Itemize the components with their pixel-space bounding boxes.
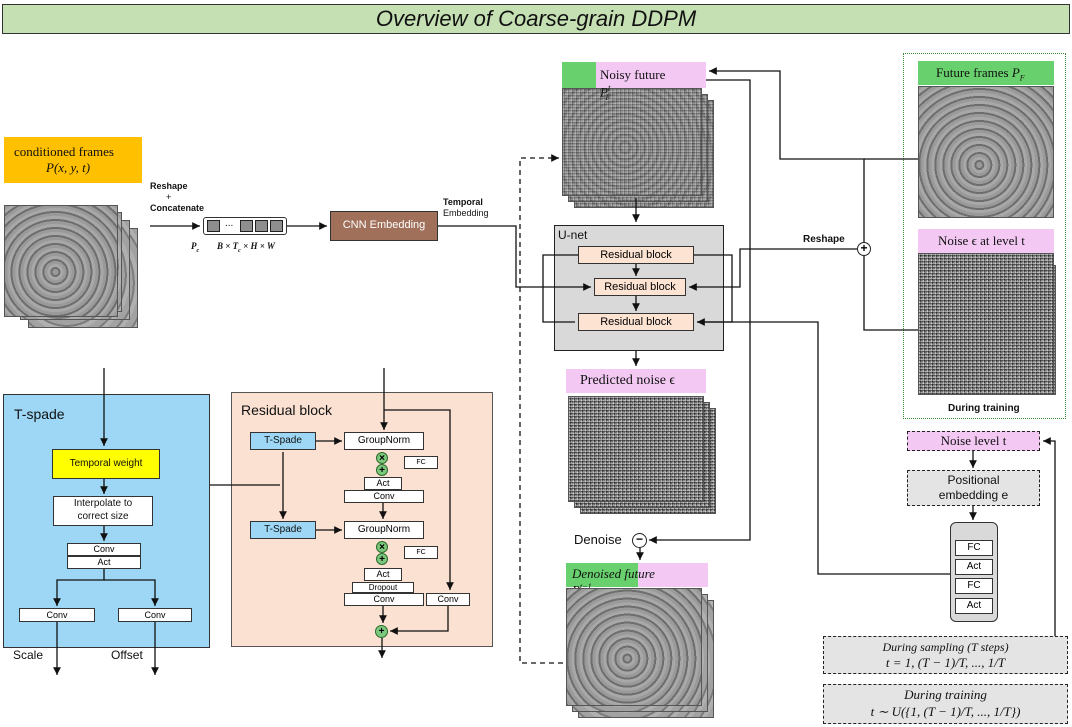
tspade-conv-offset: Conv xyxy=(118,608,192,622)
mlp-act-2: Act xyxy=(955,598,993,614)
reshape-right-label: Reshape xyxy=(803,234,845,245)
predicted-noise-label: Predicted noise ϵ xyxy=(580,373,676,388)
tensor-dots: ... xyxy=(225,218,234,229)
training-panel-caption: During training xyxy=(948,403,1020,414)
mlp-fc-2: FC xyxy=(955,578,993,594)
rb-tspade-1: T-Spade xyxy=(264,435,302,446)
sampling-formula: t = 1, (T − 1)/T, ..., 1/T xyxy=(885,655,1006,670)
rb-groupnorm-1: GroupNorm xyxy=(344,432,424,450)
rb-tspade-2-box xyxy=(250,521,316,539)
plus-circle: + xyxy=(857,242,871,256)
conditioned-frame-image xyxy=(4,205,118,317)
sampling-title: During sampling (T steps) xyxy=(882,640,1009,654)
noisy-future-label: Noisy future PtF xyxy=(600,67,666,102)
tspade-act: Act xyxy=(67,556,141,569)
rb-fc-1: FC xyxy=(404,456,438,469)
rb-conv-skip: Conv xyxy=(426,593,470,606)
predicted-noise-image xyxy=(568,396,704,502)
cnn-embedding-box xyxy=(330,211,438,241)
interpolate-line-2: correct size xyxy=(77,511,129,522)
positional-embedding-box xyxy=(907,470,1040,506)
plus-label: + xyxy=(166,192,172,202)
conditioned-frames-formula: P(x, y, t) xyxy=(46,160,91,175)
future-frames-image xyxy=(918,86,1054,218)
denoised-future-green-tag xyxy=(566,563,638,587)
page-title: Overview of Coarse-grain DDPM xyxy=(375,6,697,31)
rb-add-1: + xyxy=(376,464,388,476)
sampling-box xyxy=(823,636,1068,674)
title-bar xyxy=(2,4,1070,34)
residual-detail-title: Residual block xyxy=(241,402,333,418)
positional-embedding-line-1: Positional xyxy=(947,473,1000,487)
future-frames-green-tag xyxy=(918,61,1054,85)
conditioned-frames-header xyxy=(4,137,142,183)
noisy-future-pink-tag xyxy=(596,62,706,88)
offset-label: Offset xyxy=(111,648,143,662)
noisy-future-image xyxy=(562,88,702,196)
tensor-shape: B × Tc × H × W xyxy=(217,241,275,254)
interpolate-line-1: Interpolate to xyxy=(73,498,133,509)
denoised-future-pink-tag xyxy=(638,563,708,587)
tensor-pc: Pc xyxy=(191,241,200,254)
temporal-weight-box xyxy=(52,449,160,479)
rb-dropout: Dropout xyxy=(352,582,414,593)
rb-tspade-1-box xyxy=(250,432,316,450)
rb-multiply-1: × xyxy=(376,452,388,464)
training-formula: t ∼ U({1, (T − 1)/T, ..., 1/T}) xyxy=(870,704,1021,719)
tensor-cell-4 xyxy=(270,220,283,232)
noise-at-level-label: Noise ϵ at level t xyxy=(938,233,1025,248)
unet-residual-block-1: Residual block xyxy=(578,246,694,264)
tspade-conv: Conv xyxy=(67,543,141,556)
tensor-cell-3 xyxy=(255,220,268,232)
rb-multiply-2: × xyxy=(376,541,388,553)
noise-level-label: Noise level t xyxy=(940,433,1007,448)
unet-residual-block-3: Residual block xyxy=(578,313,694,331)
mlp-fc-1: FC xyxy=(955,540,993,556)
cnn-embedding-label: CNN Embedding xyxy=(342,219,426,231)
temporal-embedding-label-2: Embedding xyxy=(443,208,489,218)
future-frames-label: Future frames PF xyxy=(936,65,1025,83)
interpolate-box xyxy=(53,496,153,526)
rb-conv-1: Conv xyxy=(344,490,424,503)
conditioned-frames-label: conditioned frames xyxy=(14,144,114,159)
noise-level-pink-tag xyxy=(918,229,1054,253)
noisy-future-green-tag xyxy=(562,62,596,88)
rb-act-1: Act xyxy=(364,477,402,490)
rb-fc-2: FC xyxy=(404,546,438,559)
tspade-conv-scale: Conv xyxy=(19,608,95,622)
rb-add-2: + xyxy=(376,553,388,565)
denoise-minus-circle: − xyxy=(632,533,647,548)
tensor-cell-2 xyxy=(240,220,253,232)
noise-level-box xyxy=(907,431,1040,451)
reshape-label: Reshape xyxy=(150,181,188,191)
unet-label: U-net xyxy=(558,228,588,242)
training-panel xyxy=(903,53,1066,419)
temporal-embedding-label-1: Temporal xyxy=(443,197,483,207)
tspade-title: T-spade xyxy=(14,406,65,422)
unet-residual-block-2: Residual block xyxy=(594,278,686,296)
noise-image xyxy=(918,253,1054,395)
predicted-noise-tag xyxy=(566,369,706,393)
denoise-label: Denoise xyxy=(574,532,622,547)
mlp-act-1: Act xyxy=(955,559,993,575)
concatenate-label: Concatenate xyxy=(150,203,205,213)
rb-tspade-2: T-Spade xyxy=(264,524,302,535)
rb-conv-2: Conv xyxy=(344,593,424,606)
training-box xyxy=(823,684,1068,724)
tensor-cell-1 xyxy=(207,220,220,232)
scale-label: Scale xyxy=(13,648,44,662)
rb-act-2: Act xyxy=(364,568,402,581)
rb-groupnorm-2: GroupNorm xyxy=(344,521,424,539)
positional-embedding-line-2: embedding e xyxy=(938,488,1009,502)
rb-add-final: + xyxy=(375,625,388,638)
denoised-future-image xyxy=(566,588,702,706)
training-title: During training xyxy=(904,687,987,702)
temporal-weight-label: Temporal weight xyxy=(69,458,143,469)
